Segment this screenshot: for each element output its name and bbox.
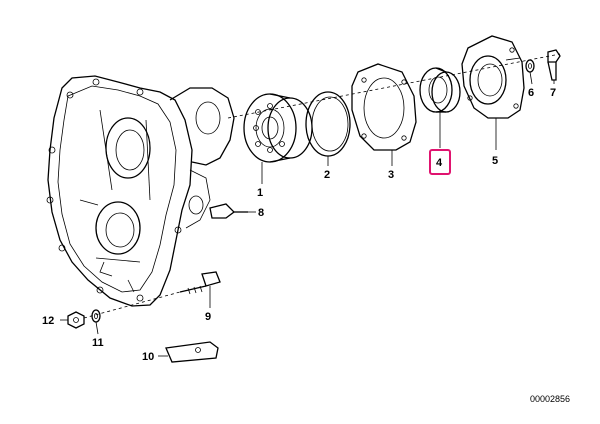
- gasket: [351, 63, 417, 151]
- callout-8: 8: [258, 207, 264, 219]
- shaft-seal: [419, 67, 461, 113]
- spring-washer: [91, 309, 101, 323]
- ball-bearing: [243, 93, 313, 163]
- callout-9: 9: [205, 311, 211, 323]
- callout-10: 10: [142, 351, 154, 363]
- hex-nut: [67, 311, 85, 329]
- reference-number: 00002856: [530, 394, 570, 404]
- leader-lines: [60, 71, 555, 357]
- assembly-axis-line: [227, 53, 561, 119]
- transmission-housing: [46, 75, 235, 307]
- assembly-axis-line-lower: [83, 291, 181, 319]
- end-cover: [461, 35, 525, 119]
- callout-11: 11: [92, 337, 104, 349]
- callout-5: 5: [492, 155, 498, 167]
- callout-12: 12: [42, 315, 54, 327]
- mounting-plate: [165, 341, 219, 363]
- callout-1: 1: [257, 187, 263, 199]
- callout-3: 3: [388, 169, 394, 181]
- callout-2: 2: [324, 169, 330, 181]
- bolt-8: [209, 203, 248, 219]
- highlight-box: [429, 149, 451, 175]
- callout-4[interactable]: 4: [436, 157, 443, 169]
- callout-7: 7: [550, 87, 556, 99]
- stud-bolt: [179, 271, 221, 295]
- callout-6: 6: [528, 87, 534, 99]
- washer: [525, 59, 535, 73]
